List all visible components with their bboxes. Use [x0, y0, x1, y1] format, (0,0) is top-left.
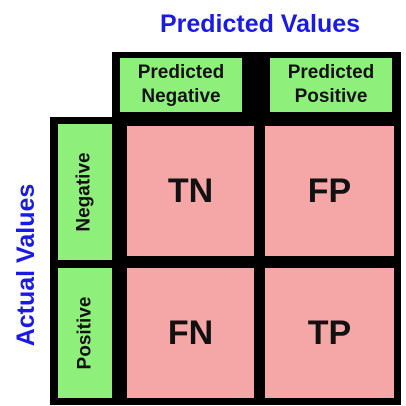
row-header-negative: Negative — [58, 124, 112, 260]
actual-values-title: Actual Values — [12, 183, 40, 347]
predicted-values-title: Predicted Values — [159, 10, 361, 38]
row-header-label: Negative — [74, 152, 96, 232]
column-header-label: Predicted Negative — [137, 62, 225, 107]
column-header-predicted-negative: Predicted Negative — [120, 58, 242, 112]
cell-false-negative: FN — [127, 268, 254, 398]
column-header-predicted-positive: Predicted Positive — [270, 58, 392, 112]
cell-true-positive: TP — [265, 268, 394, 398]
column-header-label: Predicted Positive — [287, 62, 375, 107]
row-header-label: Positive — [74, 296, 95, 370]
cell-false-positive: FP — [265, 126, 394, 256]
cell-true-negative: TN — [127, 126, 254, 256]
row-header-positive: Positive — [58, 268, 112, 398]
